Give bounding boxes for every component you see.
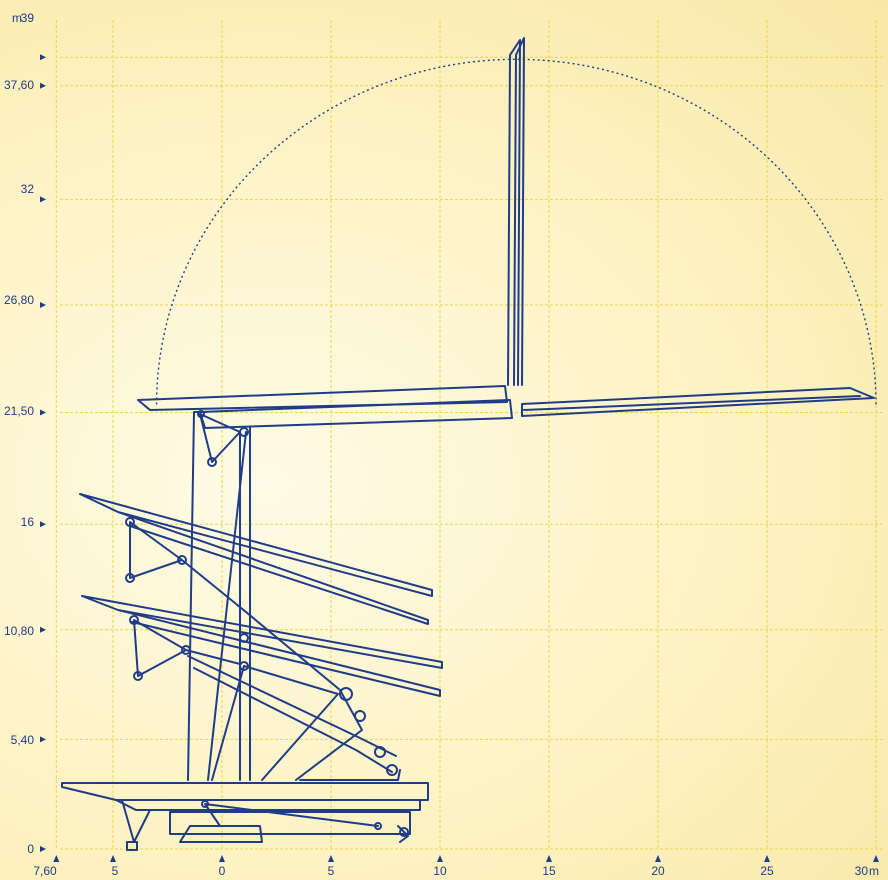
y-tick-label: 21,50 [4,404,34,418]
turntable [169,811,411,835]
y-tick-marker [40,301,46,308]
joint [133,671,143,681]
y-tick-marker [40,736,46,743]
aerial-platform-illustration [61,37,875,851]
lower-arm-c [211,665,339,781]
mast-left [187,411,207,781]
upper-boom-lower [199,399,513,429]
joint [201,800,209,808]
mast-brace [207,431,247,781]
turntable-base [179,825,263,843]
joint [125,573,135,583]
x-tick-marker [437,855,443,862]
boom-position-mid [79,493,433,625]
x-tick-label: 15 [542,864,556,878]
y-tick-marker [40,626,46,633]
slew-cylinder [204,803,379,827]
y-tick-marker [40,846,46,852]
x-tick-marker [110,855,116,862]
lower-arm-b [245,611,363,781]
joint [374,822,382,830]
y-tick-marker [40,521,46,528]
y-tick-label: 0 [27,842,34,856]
y-tick-marker [40,54,46,61]
x-tick-marker [655,855,661,862]
joint [354,710,366,722]
x-tick-label: 5 [328,864,335,878]
x-tick-label: 25 [760,864,774,878]
reach-envelope [155,58,877,405]
y-tick-label: 32 [21,182,35,196]
boom-position-low [81,595,443,697]
y-axis-unit: m [12,11,22,25]
x-tick-label: 0 [219,864,226,878]
x-tick-marker [53,855,60,862]
grid [55,20,884,850]
x-tick-label: 20 [651,864,665,878]
x-tick-label: 5 [112,864,119,878]
joint [177,555,187,565]
y-tick-label: 5,40 [11,733,35,747]
chassis [61,782,429,801]
x-axis-unit: m [869,864,879,878]
tick-labels: 0 5,40 10,80 16 21,50 26,80 32 37,60 m 3… [4,11,879,878]
joint [239,427,249,437]
y-tick-label: 37,60 [4,78,34,92]
upper-joint-arm [199,413,241,463]
joint [197,410,205,418]
x-tick-label: 10 [433,864,447,878]
joint [207,457,217,467]
y-tick-label: 26,80 [4,293,34,307]
x-tick-marker [873,855,879,862]
joint [129,615,139,625]
boom-mid-links [129,521,247,613]
x-tick-marker [219,855,225,862]
x-tick-marker [764,855,770,862]
boom-low-links [133,619,241,677]
x-tick-marker [546,855,552,862]
lower-arm-d [299,769,401,781]
joint [181,645,191,655]
joint [386,764,398,776]
chassis-frame [115,799,421,811]
y-tick-label: 10,80 [4,624,34,638]
x-tick-marker [328,855,334,862]
joint [374,746,386,758]
joint [339,687,353,701]
x-tick-label: 30 [855,864,869,878]
vertical-boom [507,37,525,386]
joint [239,633,249,643]
joint [399,827,409,837]
x-tick-label: 7,60 [33,864,57,878]
y-tick-marker [40,82,46,89]
outrigger-pad-left [126,841,138,851]
axes [40,54,879,862]
joint [239,661,249,671]
y-tick-label: 16 [21,515,35,529]
y-tick-label: 39 [21,11,35,25]
outrigger-left [121,799,151,843]
upper-boom [137,385,508,411]
horizontal-boom [521,387,875,417]
joint [125,517,135,527]
y-tick-marker [40,409,46,416]
y-tick-marker [40,196,46,203]
